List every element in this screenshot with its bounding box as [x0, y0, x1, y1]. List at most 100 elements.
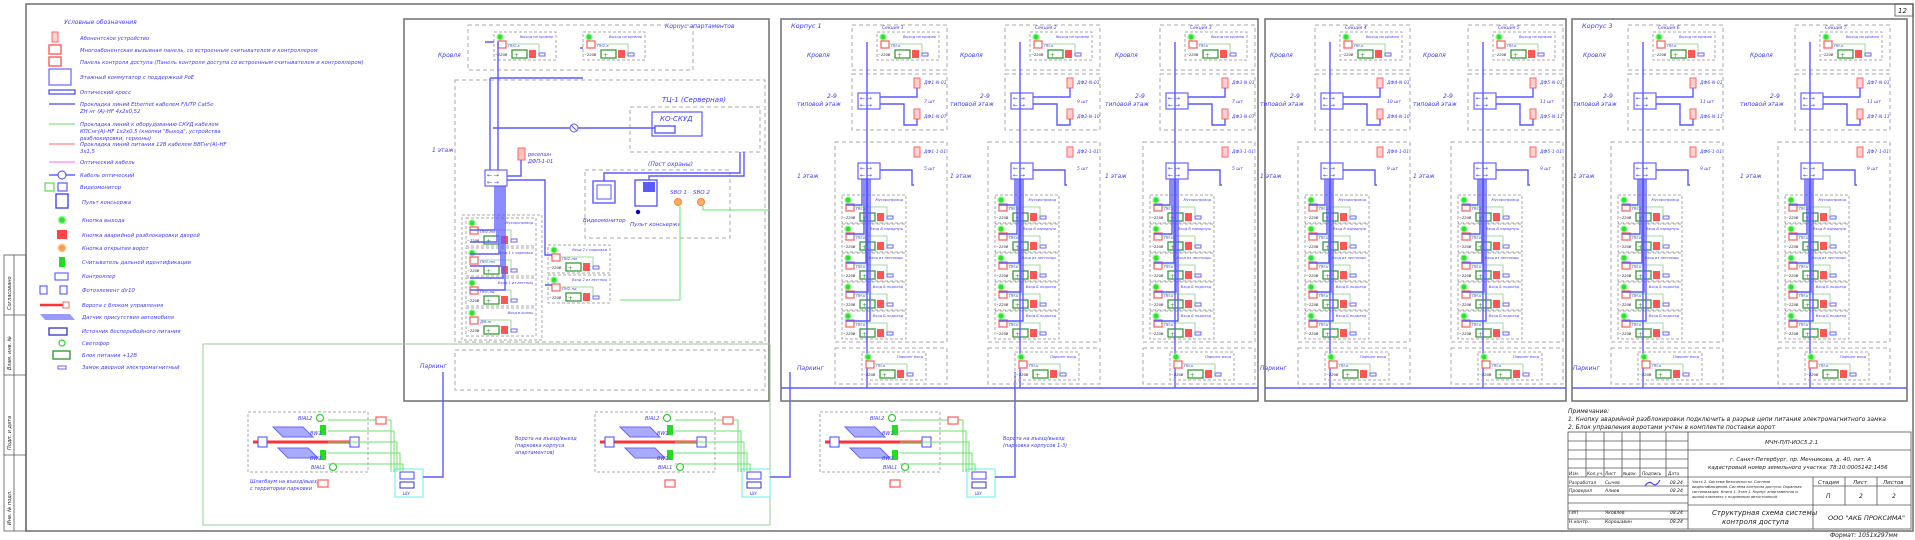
arrow-icon: ← → [1636, 95, 1648, 102]
ethernet-line [1789, 179, 1806, 206]
arrow-icon: ← → [1636, 102, 1648, 109]
typical-floor-zone [1467, 73, 1564, 131]
entry-box [1324, 351, 1390, 381]
access-panel-icon [1788, 261, 1798, 270]
exit-button-icon [468, 279, 476, 287]
ethernet-line [470, 186, 506, 291]
psu-plus-icon: + [1825, 372, 1830, 379]
roof-label: Кровля [807, 52, 830, 59]
psu-icon [1510, 49, 1527, 59]
entry-label: Мусоропровод [1338, 198, 1366, 202]
emergency-unlock-icon [1820, 242, 1827, 250]
first-floor-zone [1297, 141, 1411, 343]
skud-line [506, 43, 540, 53]
table-header: Лист [1604, 471, 1616, 477]
apartments-parking-label: Паркинг [420, 363, 447, 370]
legend-label: Источник бесперебойного питания [82, 329, 181, 335]
emergency-unlock-icon [1030, 242, 1037, 250]
device-count: 5 шт [1232, 166, 1243, 172]
access-panel-icon [1153, 319, 1163, 328]
skud-line [854, 206, 888, 216]
entry-label: Вход Б подъезд [1489, 285, 1520, 289]
ethernet-line [1154, 179, 1177, 293]
entry-label: Вход из лестницы [1485, 256, 1520, 260]
skud-line [1027, 363, 1061, 373]
legend: Условные обозначения Абонентское устройс… [39, 19, 364, 371]
ethernet-line [470, 186, 498, 243]
exit-button-icon [997, 312, 1005, 320]
panel-tag: ПН1-к [508, 43, 520, 48]
skud-line [478, 319, 512, 329]
exit-button-icon [1655, 33, 1663, 41]
ups-icon [399, 481, 415, 489]
ethernet-line [1154, 179, 1179, 322]
roof-label: Кровля [1115, 52, 1138, 59]
exit-button-icon [585, 33, 593, 41]
gate-open-button-icon[interactable] [674, 198, 682, 206]
psu-icon [1357, 49, 1374, 59]
sbo1-label: SBO 1 [670, 190, 687, 196]
poe-switch-icon: ← →← → [1633, 92, 1657, 110]
entry-label: Выход на кровлю [903, 35, 936, 39]
bial2-label: BIAL2 [298, 416, 312, 422]
poe-switch-icon [1633, 92, 1657, 110]
exit-button-icon [1460, 196, 1468, 204]
role-label: Н.контр. [1569, 519, 1589, 525]
subscriber-device-icon [1529, 77, 1537, 89]
voltage-label: ~220В [1151, 332, 1164, 336]
access-panel-icon [1788, 319, 1798, 328]
optical-cross-icon [654, 125, 676, 134]
gate-open-button-icon [57, 243, 67, 253]
gate-caption: (парковка корпусов 1-3) [1003, 443, 1067, 449]
maglock-icon [1829, 302, 1837, 307]
device-tag: ДФ6-N-11 [1699, 114, 1723, 120]
typ-label: типовой этаж [1573, 101, 1617, 108]
panel-tag: ПН-к [1319, 235, 1329, 240]
long-range-reader-icon [59, 257, 65, 267]
maglock-icon [57, 365, 67, 370]
skud-line [900, 452, 973, 472]
skud-line [1797, 322, 1831, 332]
video-monitor-screen [596, 184, 612, 200]
entry-label: Выход на кровлю [1679, 35, 1712, 39]
gate-open-button-icon[interactable] [697, 198, 705, 206]
access-panel-icon [998, 319, 1008, 328]
voltage-label: ~220В [1151, 245, 1164, 249]
panel-tag: ПН-к [1164, 264, 1174, 269]
entry-box [1149, 223, 1215, 253]
maglock-icon [1502, 244, 1510, 249]
company-name: ООО "АКБ ПРОКСИМА" [1828, 514, 1905, 522]
skud-line [900, 419, 964, 472]
vehicle-sensor-icon [276, 447, 320, 459]
maglock-icon [510, 238, 518, 243]
ethernet-line [470, 186, 502, 267]
legend-title: Условные обозначения [64, 19, 137, 26]
ethernet-line [1462, 179, 1479, 206]
panel-tag: ПН-к [1029, 363, 1039, 368]
maglock-icon [1662, 331, 1670, 336]
voltage-label: ~220В [1031, 53, 1044, 57]
device-count: 9 шт [1387, 166, 1398, 172]
table-header: №док. [1622, 471, 1637, 477]
exit-button-icon [1307, 225, 1315, 233]
panel-tag: ПН-к [1799, 293, 1809, 298]
section-name: Секция 7 [1825, 25, 1847, 31]
parking-zone [1777, 347, 1891, 385]
controller-icon [399, 471, 415, 480]
psu-icon [483, 325, 500, 335]
entry-label: Вход Б подъезд [873, 314, 904, 318]
device-tag: ДФ4-N-10 [1386, 114, 1410, 120]
panel-tag: ПН-к [1492, 363, 1502, 368]
emergency-unlock-icon [877, 242, 884, 250]
emergency-unlock-icon [1340, 329, 1347, 337]
emergency-unlock-icon [501, 296, 508, 304]
maglock-icon [1849, 372, 1857, 377]
entry-label: Вход из лестницы [1332, 256, 1367, 260]
device-tag: ДФ7-N-11 [1866, 114, 1890, 120]
skud-line [1007, 293, 1041, 303]
typical-floor-zone [851, 73, 948, 131]
